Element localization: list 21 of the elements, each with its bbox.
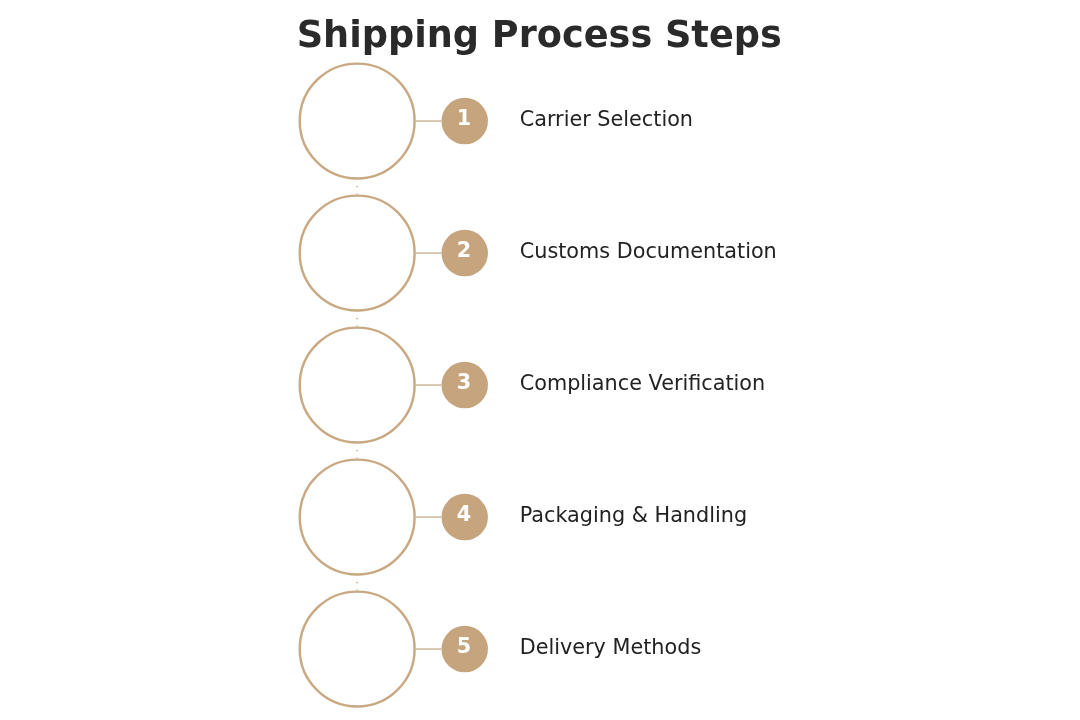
- node-circle: 1: [441, 97, 488, 145]
- connector: [413, 384, 443, 386]
- node-circle: 3: [441, 361, 488, 409]
- node-circle: [298, 326, 416, 444]
- node-circle: [298, 458, 416, 576]
- node-label: Packaging & Handling: [519, 503, 747, 528]
- node-circle: 2: [441, 229, 488, 277]
- node-circle: [298, 62, 416, 180]
- connector: [413, 648, 443, 650]
- connector: [413, 516, 443, 518]
- node-circle: 4: [441, 493, 488, 541]
- node-label: Carrier Selection: [519, 107, 693, 132]
- node-circle: [298, 194, 416, 312]
- connector: [413, 120, 443, 122]
- node-circle: 5: [441, 625, 488, 673]
- node-label: Compliance Verification: [519, 371, 765, 396]
- node-label: Delivery Methods: [519, 635, 701, 660]
- node-circle: [298, 590, 416, 708]
- node-label: Customs Documentation: [519, 239, 777, 264]
- diagram-title: Shipping Process Steps: [296, 12, 782, 56]
- connector: [413, 252, 443, 254]
